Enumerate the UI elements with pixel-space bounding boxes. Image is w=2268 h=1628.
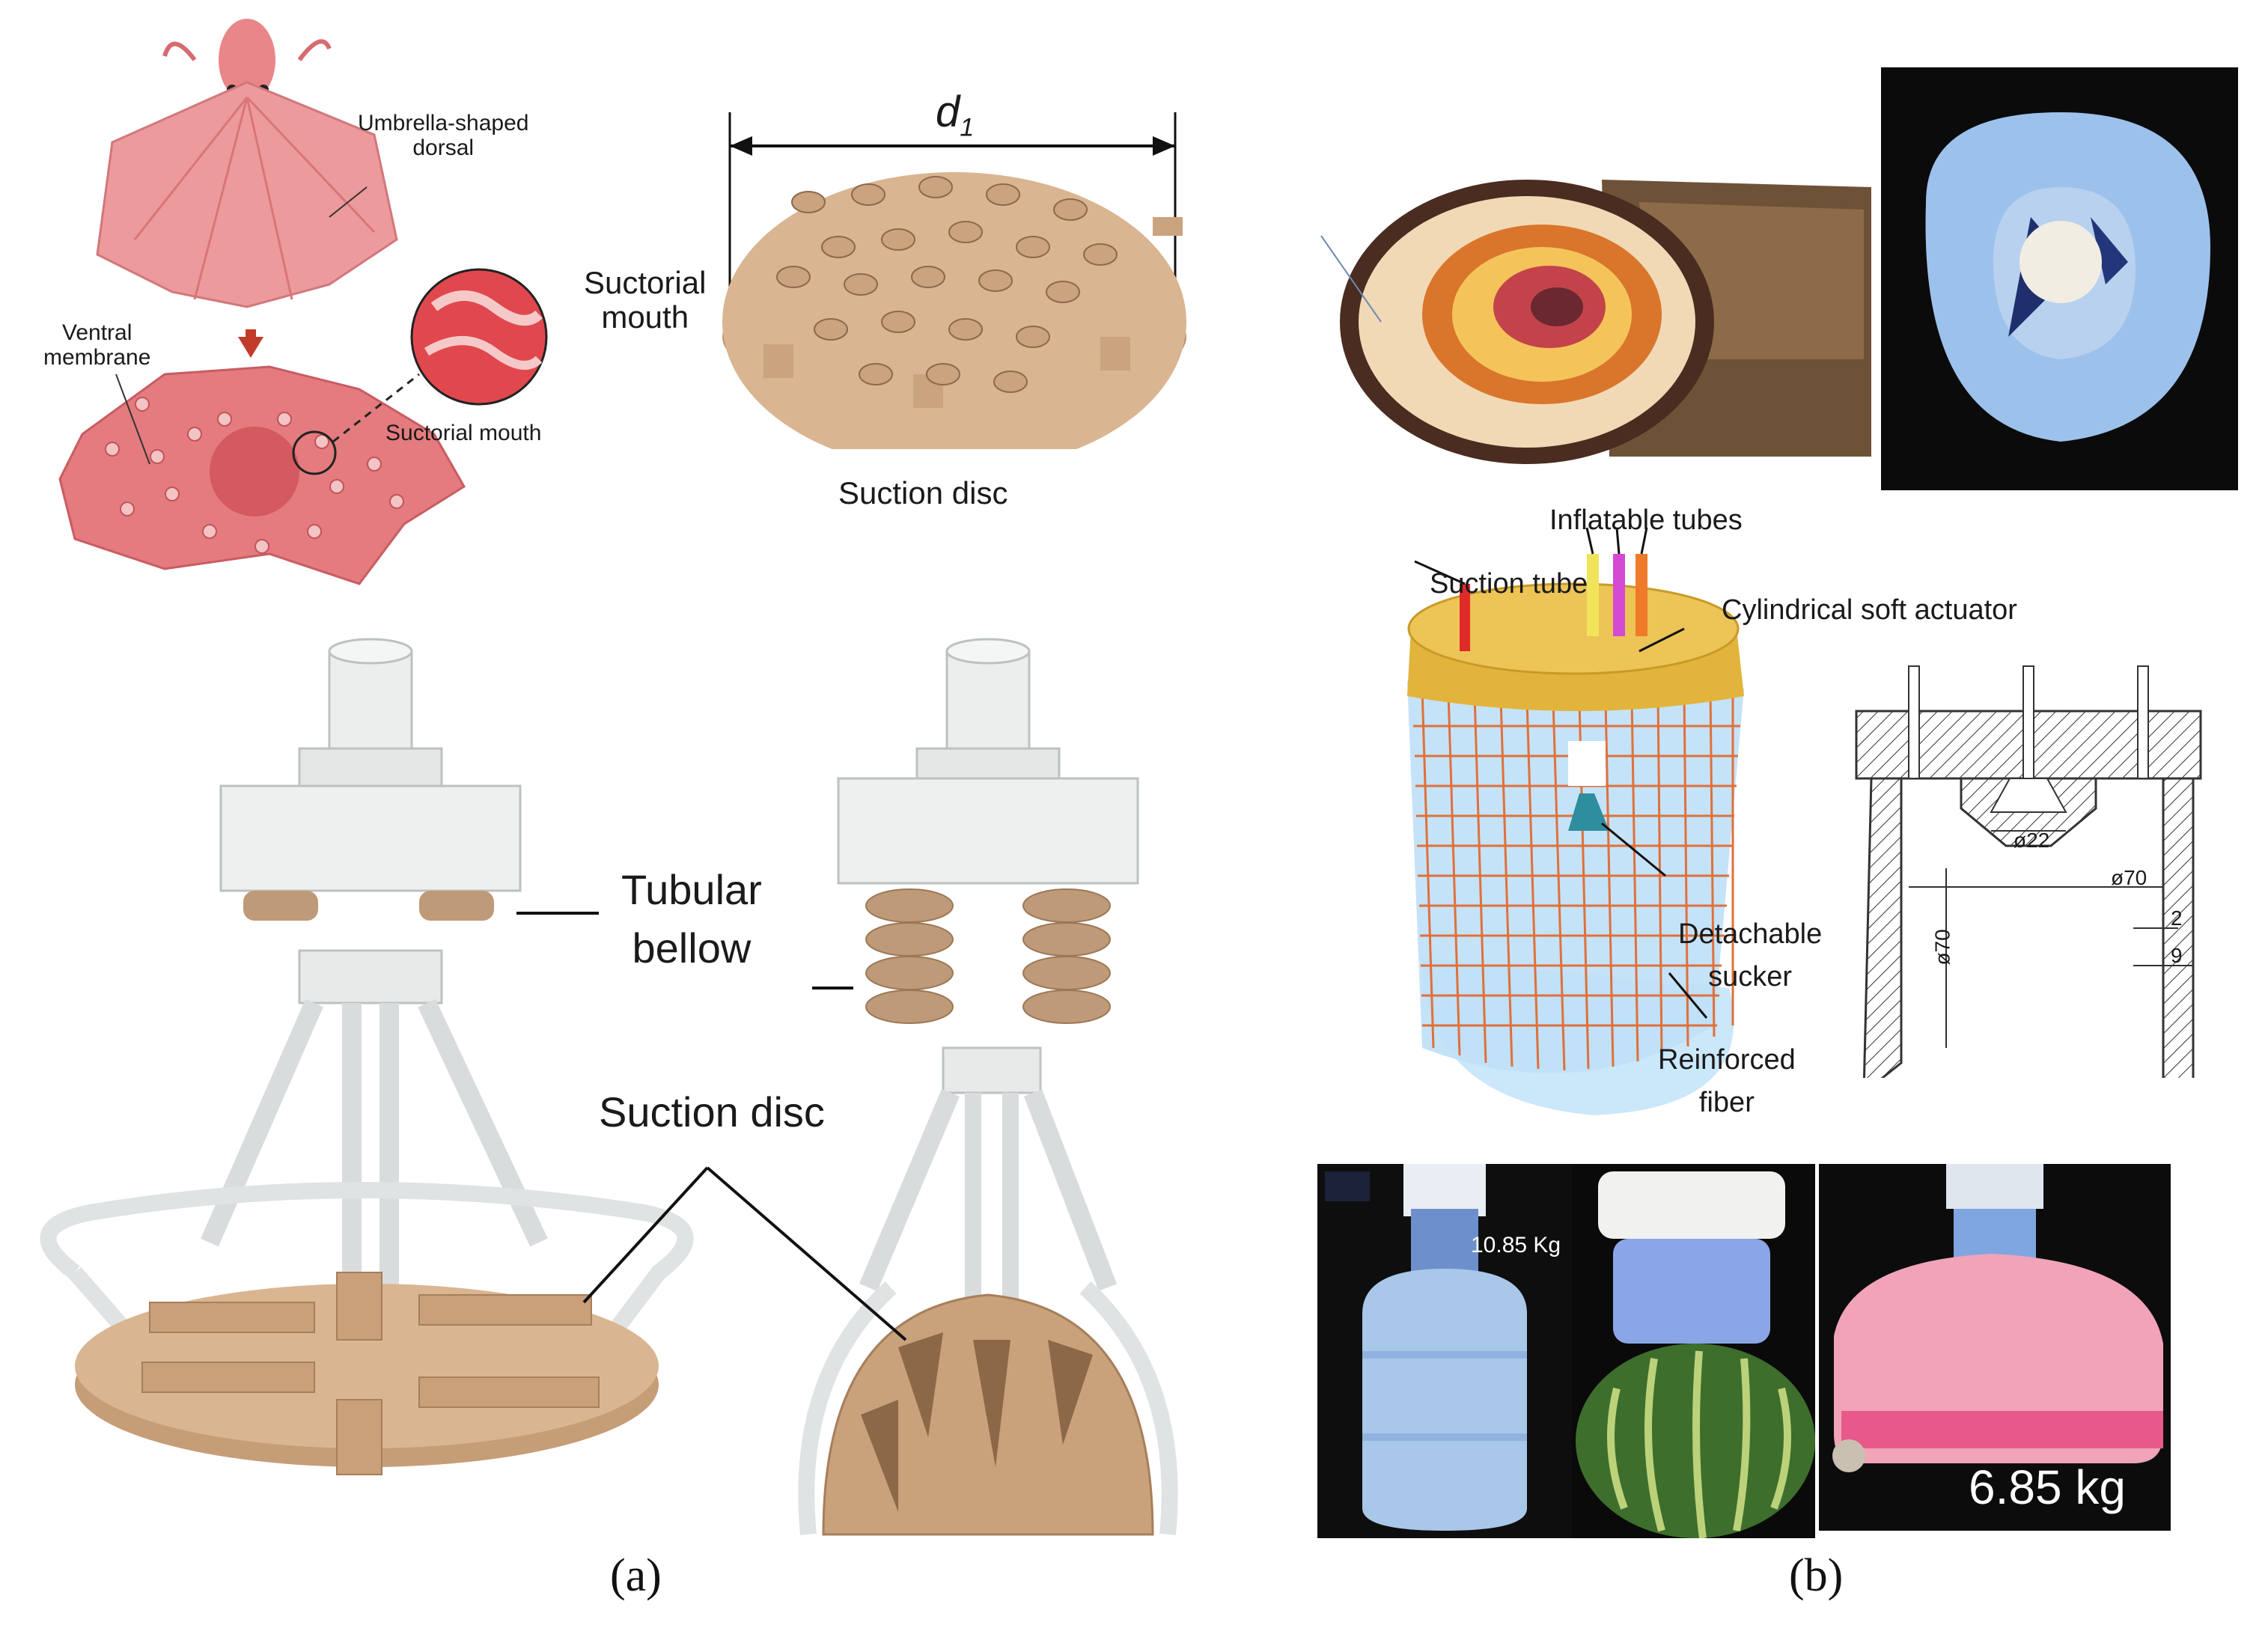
suction-cup	[821, 236, 856, 258]
panel-a: Umbrella-shaped dorsal Ventral membrane …	[40, 19, 1186, 1601]
caption-a: (a)	[610, 1550, 662, 1601]
dim-9: 9	[2171, 944, 2183, 967]
caption-b: (b)	[1789, 1550, 1844, 1601]
bottle-photo: 10.85 Kg	[1317, 1164, 1572, 1538]
suction-cup	[851, 183, 885, 206]
suction-cup	[978, 269, 1013, 292]
suction-cup	[791, 191, 826, 213]
dimension-subscript: 1	[960, 113, 975, 142]
suction-cup	[948, 318, 983, 341]
panel-b: Inflatable tubes Suction tube Cylindrica…	[1317, 0, 2268, 1628]
suction-cup	[844, 273, 878, 296]
suction-cup	[1046, 281, 1080, 303]
dim-d70-vertical: ø70	[1930, 929, 1954, 966]
gripper-renders	[40, 638, 1178, 1536]
detachable-sucker-label: Detachable sucker	[1678, 918, 1823, 993]
dorsal-label: Umbrella-shaped dorsal	[358, 111, 529, 160]
suction-cup	[1016, 236, 1050, 258]
suction-cup	[926, 363, 960, 385]
suction-cup	[881, 228, 915, 251]
disc-dimension-label: d1	[936, 88, 974, 142]
reinforced-fiber-label: Reinforced fiber	[1658, 1044, 1796, 1118]
suction-tube-label: Suction tube	[1430, 568, 1588, 600]
suction-cup	[1053, 198, 1088, 221]
suction-cup	[1016, 326, 1050, 348]
suction-cup	[1083, 243, 1118, 266]
ventral-membrane-label: Ventral membrane	[43, 320, 151, 370]
suction-cup	[814, 318, 848, 341]
cylindrical-actuator-label: Cylindrical soft actuator	[1722, 594, 2017, 626]
suction-cup	[948, 221, 983, 243]
suction-cup	[911, 266, 945, 288]
dim-2: 2	[2171, 906, 2183, 930]
dimension-symbol: d	[936, 88, 960, 136]
dim-d22: ø22	[2014, 829, 2050, 852]
decorative-line	[1320, 235, 1382, 323]
blue-sucker-photo	[1881, 67, 2238, 490]
luggage-photo: 6.85 kg	[1819, 1164, 2171, 1531]
bottle-weight-label: 10.85 Kg	[1471, 1233, 1561, 1257]
soft-actuator-illustration	[1355, 527, 1744, 1115]
octopus-illustration	[58, 19, 548, 585]
tubular-bellow-label: Tubular bellow	[621, 866, 762, 972]
suction-cup	[918, 176, 953, 198]
suction-cup	[986, 183, 1020, 206]
gripper-disc-label: Suction disc	[599, 1088, 825, 1135]
octopus-mouth-label: Suctorial mouth	[385, 421, 542, 445]
suction-cup	[881, 311, 915, 333]
inflatable-tubes-label: Inflatable tubes	[1549, 504, 1743, 536]
dim-d70-horizontal: ø70	[2111, 866, 2147, 889]
cross-section-drawing	[1855, 665, 2202, 1078]
suction-disc-render	[722, 112, 1186, 449]
disc-mouth-label: Suctorial mouth	[584, 265, 707, 335]
lamprey-mouth-photo	[1340, 135, 1871, 464]
suction-cup	[859, 363, 893, 385]
suction-cup	[993, 371, 1028, 393]
suction-cup	[776, 266, 811, 288]
watermelon-photo	[1572, 1164, 1815, 1538]
disc-caption: Suction disc	[838, 475, 1008, 510]
luggage-weight-label: 6.85 kg	[1969, 1460, 2126, 1514]
